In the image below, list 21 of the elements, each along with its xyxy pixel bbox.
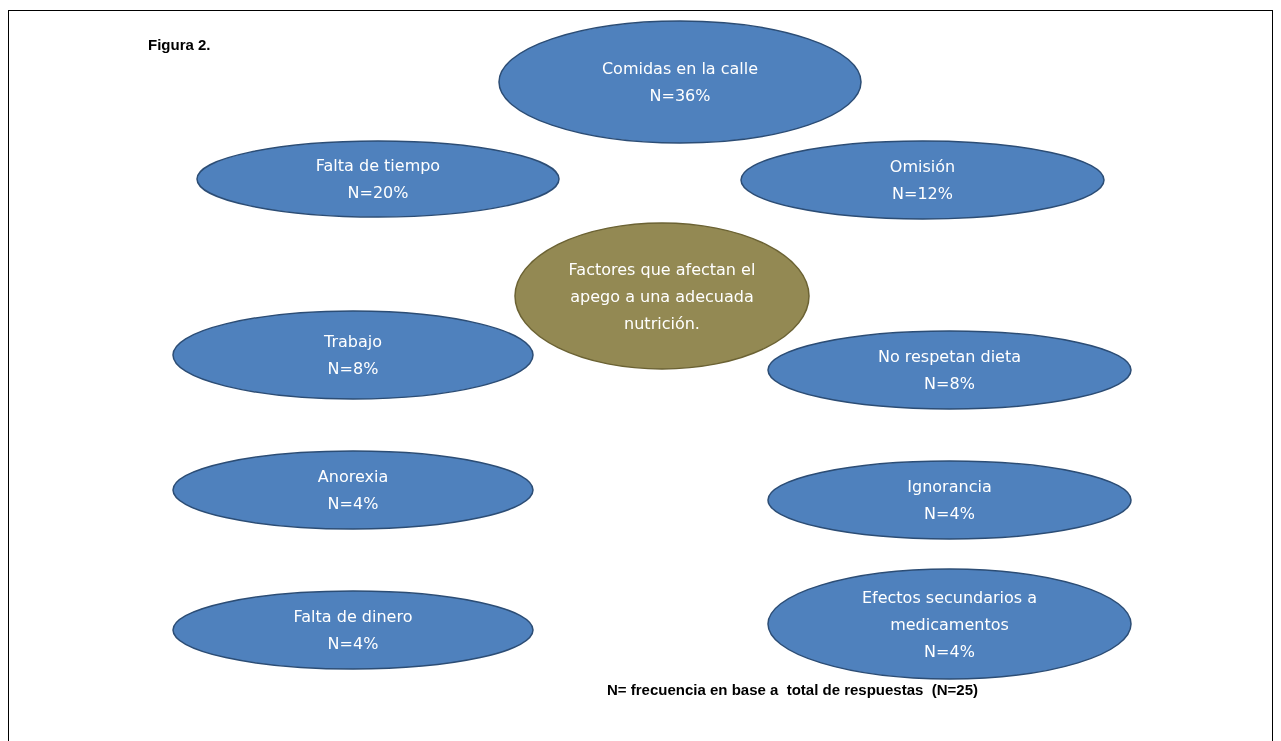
percentage-label: N=4% xyxy=(924,503,975,525)
factor-label: Factores que afectan el apego a una adecuada nutrición. xyxy=(567,258,757,335)
factor-label: No respetan dieta xyxy=(877,346,1022,368)
footnote: N= frecuencia en base a total de respuestas (N=25) xyxy=(607,681,978,698)
percentage-label: N=36% xyxy=(649,85,711,107)
percentage-label: N=20% xyxy=(347,182,409,204)
percentage-label: N=4% xyxy=(327,493,379,515)
factor-label: Trabajo xyxy=(324,331,382,353)
percentage-label: N=4% xyxy=(924,640,975,663)
factor-label: Falta de tiempo xyxy=(315,155,441,177)
figure-title: Figura 2. xyxy=(148,36,211,53)
factor-label: Falta de dinero xyxy=(293,606,413,628)
factor-label: Efectos secundarios a medicamentos xyxy=(860,586,1039,636)
factor-label: Omisión xyxy=(889,156,956,178)
percentage-label: N=8% xyxy=(924,373,975,395)
percentage-label: N=4% xyxy=(327,633,379,655)
percentage-label: N=12% xyxy=(892,183,953,205)
factor-label: Ignorancia xyxy=(907,476,992,498)
factor-label: Comidas en la calle xyxy=(601,58,759,80)
percentage-label: N=8% xyxy=(327,358,379,380)
factor-label: Anorexia xyxy=(317,466,389,488)
